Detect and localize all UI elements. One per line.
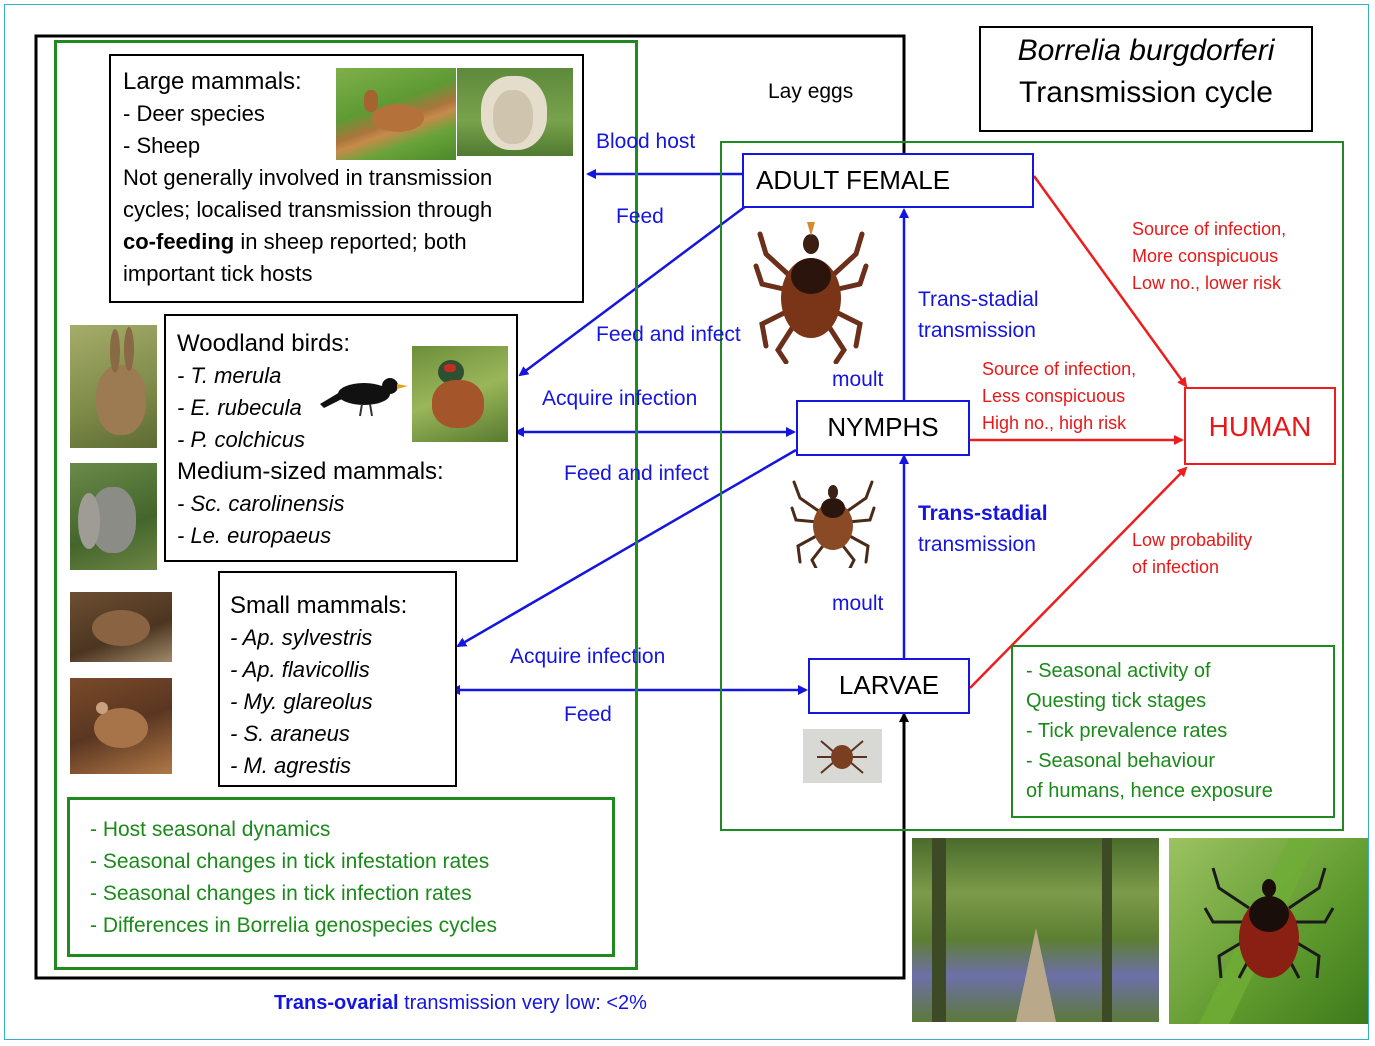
nymph-risk-line: High no., high risk — [982, 410, 1136, 437]
woodland-path-photo — [912, 838, 1159, 1022]
feed-and-infect-label-1: Feed and infect — [596, 323, 741, 347]
nymphs-label: NYMPHS — [796, 413, 970, 443]
nymph-risk-label: Source of infection, Less conspicuous Hi… — [982, 356, 1136, 437]
co-feeding-term: co-feeding — [123, 229, 234, 254]
vole-photo — [70, 592, 172, 662]
large-mammals-note: Not generally involved in transmission — [123, 162, 492, 194]
trans-stadial-label-1: Trans-stadial transmission — [918, 284, 1039, 346]
medium-mammal-species: - Sc. carolinensis — [177, 488, 444, 520]
large-mammals-note: cycles; localised transmission through — [123, 194, 492, 226]
tick-factor-item: - Tick prevalence rates — [1026, 716, 1273, 746]
adult-risk-line: Source of infection, — [1132, 216, 1286, 243]
host-factor-item: - Seasonal changes in tick infection rat… — [90, 878, 497, 910]
woodland-birds-heading: Woodland birds: — [177, 328, 444, 360]
medium-mammal-species: - Le. europaeus — [177, 520, 444, 552]
tick-factors-list: - Seasonal activity of Questing tick sta… — [1026, 656, 1273, 806]
sheep-photo — [457, 68, 573, 156]
larva-tick-image — [803, 729, 882, 783]
woodland-birds-text: Woodland birds: - T. merula - E. rubecul… — [177, 328, 444, 552]
acquire-infection-label-2: Acquire infection — [510, 645, 665, 669]
trans-stadial-2-line2: transmission — [918, 529, 1048, 560]
adult-tick-image — [752, 214, 870, 364]
larva-risk-line: Low probability — [1132, 527, 1252, 554]
trans-stadial-label-2: Trans-stadial transmission — [918, 498, 1048, 560]
tick-factor-item: - Seasonal behaviour — [1026, 746, 1273, 776]
adult-female-label: ADULT FEMALE — [756, 166, 950, 196]
title-subtitle: Transmission cycle — [979, 76, 1313, 111]
tick-factor-item: of humans, hence exposure — [1026, 776, 1273, 806]
tick-on-grass-icon — [1169, 838, 1368, 1024]
hare-photo — [70, 325, 157, 448]
trans-stadial-1-line1: Trans-stadial — [918, 284, 1039, 315]
nymph-risk-line: Less conspicuous — [982, 383, 1136, 410]
small-mammal-species: - Ap. sylvestris — [230, 622, 407, 654]
host-factor-item: - Differences in Borrelia genospecies cy… — [90, 910, 497, 942]
trans-stadial-1-line2: transmission — [918, 315, 1039, 346]
nymph-tick-image — [790, 472, 876, 568]
moult-label-bottom: moult — [832, 592, 883, 616]
lay-eggs-label: Lay eggs — [768, 80, 853, 104]
blackbird-image — [318, 370, 410, 420]
human-label: HUMAN — [1184, 411, 1336, 443]
small-mammals-text: Small mammals: - Ap. sylvestris - Ap. fl… — [230, 590, 407, 782]
tick-factor-item: - Seasonal activity of — [1026, 656, 1273, 686]
feed-label-bottom: Feed — [564, 703, 612, 727]
small-mammal-species: - Ap. flavicollis — [230, 654, 407, 686]
nymph-risk-line: Source of infection, — [982, 356, 1136, 383]
large-mammals-note: important tick hosts — [123, 258, 492, 290]
deer-photo — [336, 68, 456, 160]
feed-and-infect-label-2: Feed and infect — [564, 462, 709, 486]
adult-risk-line: More conspicuous — [1132, 243, 1286, 270]
small-mammal-species: - M. agrestis — [230, 750, 407, 782]
bird-species: - P. colchicus — [177, 424, 444, 456]
blood-host-label: Blood host — [596, 130, 695, 154]
tick-on-grass-photo — [1169, 838, 1368, 1024]
larva-risk-line: of infection — [1132, 554, 1252, 581]
pheasant-photo — [412, 346, 508, 442]
adult-risk-label: Source of infection, More conspicuous Lo… — [1132, 216, 1286, 297]
larvae-label: LARVAE — [808, 671, 970, 701]
larva-tick-icon — [803, 729, 882, 783]
host-factor-item: - Seasonal changes in tick infestation r… — [90, 846, 497, 878]
trans-ovarial-rest: transmission very low: <2% — [399, 992, 647, 1014]
host-factors-list: - Host seasonal dynamics - Seasonal chan… — [90, 814, 497, 942]
large-mammals-note-rest: in sheep reported; both — [234, 229, 466, 254]
feed-label-top: Feed — [616, 205, 664, 229]
small-mammals-heading: Small mammals: — [230, 590, 407, 622]
larva-risk-label: Low probability of infection — [1132, 527, 1252, 581]
wood-mouse-photo — [70, 678, 172, 774]
small-mammal-species: - S. araneus — [230, 718, 407, 750]
acquire-infection-label-1: Acquire infection — [542, 387, 697, 411]
tick-factor-item: Questing tick stages — [1026, 686, 1273, 716]
moult-label-top: moult — [832, 368, 883, 392]
small-mammal-species: - My. glareolus — [230, 686, 407, 718]
trans-ovarial-label: Trans-ovarial transmission very low: <2% — [274, 992, 647, 1015]
large-mammals-note: co-feeding in sheep reported; both — [123, 226, 492, 258]
trans-ovarial-term: Trans-ovarial — [274, 992, 399, 1014]
trans-stadial-2-line1: Trans-stadial — [918, 498, 1048, 529]
medium-mammals-heading: Medium-sized mammals: — [177, 456, 444, 488]
squirrel-photo — [70, 463, 157, 570]
title-species: Borrelia burgdorferi — [979, 34, 1313, 69]
host-factor-item: - Host seasonal dynamics — [90, 814, 497, 846]
adult-risk-line: Low no., lower risk — [1132, 270, 1286, 297]
